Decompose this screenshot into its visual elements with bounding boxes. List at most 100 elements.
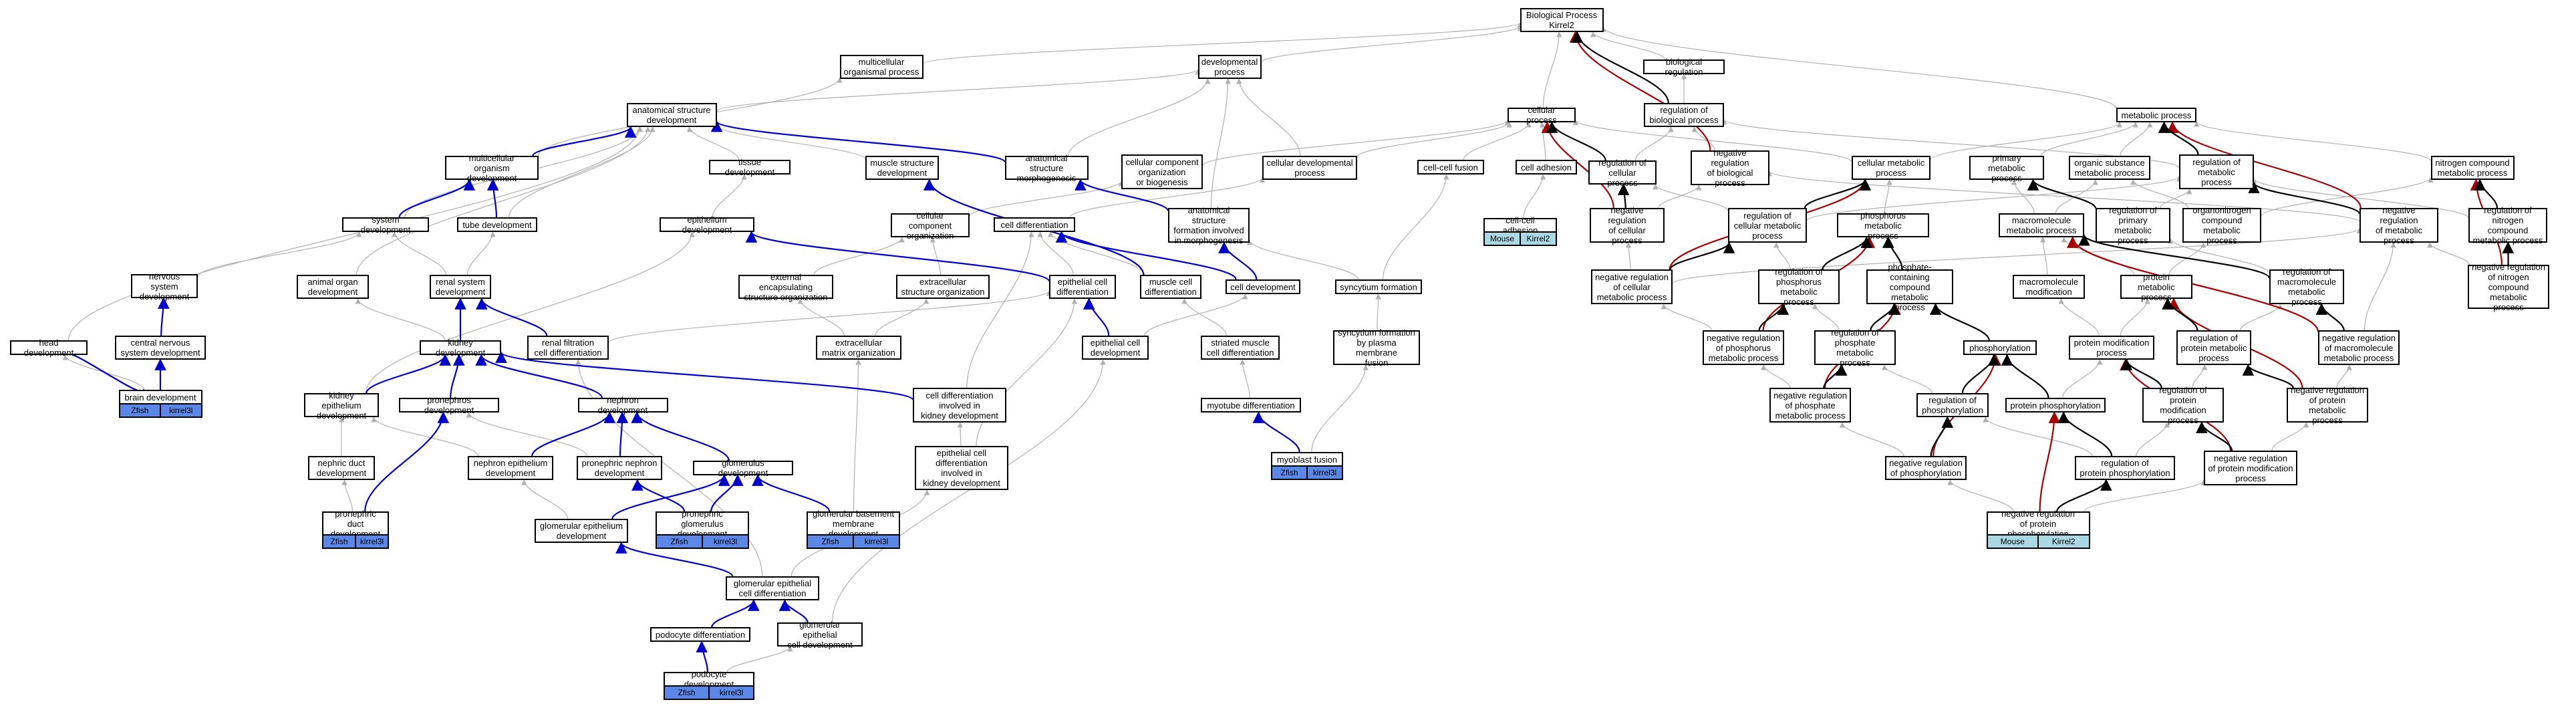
go-term-cellcellfusion[interactable]: cell-cell fusion <box>1417 160 1484 174</box>
go-term-negregnitmet[interactable]: negative regulation of nitrogen compound… <box>2468 262 2549 312</box>
go-term-negregcellmet[interactable]: negative regulation of cellular metaboli… <box>1591 269 1673 304</box>
go-term-negregcell[interactable]: negative regulation of cellular process <box>1590 205 1665 245</box>
go-term-regprotmet[interactable]: regulation of protein metabolic process <box>2176 330 2251 365</box>
go-term-epicelldiffkid[interactable]: epithelial cell differentiation involved… <box>915 446 1008 490</box>
go-term-negregprotphos[interactable]: negative regulation of protein phosphory… <box>1986 509 2090 539</box>
go-term-negregmet[interactable]: negative regulation of metabolic process <box>2359 205 2438 245</box>
go-term-nervsys[interactable]: nervous system development <box>131 271 198 302</box>
go-term-regphosphorylation[interactable]: regulation of phosphorylation <box>1916 393 1989 417</box>
go-term-epidev[interactable]: epithelium development <box>660 215 754 235</box>
go-term-celladh[interactable]: cell adhesion <box>1516 160 1577 174</box>
go-term-ecmorg[interactable]: extracellular structure organization <box>896 275 990 299</box>
go-term-orgsubmet[interactable]: organic substance metabolic process <box>2069 156 2150 180</box>
go-term-podocytediff[interactable]: podocyte differentiation <box>650 627 750 642</box>
go-term-protmod[interactable]: protein modification process <box>2069 336 2154 360</box>
go-term-celldiffkidney[interactable]: cell differentiation involved in kidney … <box>913 388 1006 423</box>
go-term-syncplasma[interactable]: syncytium formation by plasma membrane f… <box>1333 328 1420 368</box>
go-term-headdev[interactable]: head development <box>10 338 88 358</box>
go-term-glomepicelldev[interactable]: glomerular epithelial cell development <box>777 620 863 650</box>
edge-syncplasma-to-syncform <box>1375 293 1381 331</box>
go-term-syncform[interactable]: syncytium formation <box>1335 279 1422 294</box>
go-term-anatdev[interactable]: anatomical structure development <box>626 103 717 127</box>
go-term-regmet[interactable]: regulation of metabolic process <box>2179 154 2254 189</box>
go-term-extencap[interactable]: external encapsulating structure organiz… <box>738 272 833 302</box>
go-term-epicelldev[interactable]: epithelial cell development <box>1082 336 1149 360</box>
go-term-pronephros[interactable]: pronephros development <box>399 395 499 415</box>
go-term-celldev[interactable]: cell development <box>1226 279 1300 294</box>
go-term-nephrondev[interactable]: nephron development <box>577 395 668 415</box>
go-term-myoblast[interactable]: myoblast fusion <box>1271 452 1343 467</box>
go-term-nephronepi[interactable]: nephron epithelium development <box>468 456 553 480</box>
go-term-nitmet[interactable]: nitrogen compound metabolic process <box>2430 156 2515 180</box>
go-term-negregphosphorylation[interactable]: negative regulation of phosphorylation <box>1885 456 1967 480</box>
go-term-regprotphos[interactable]: regulation of protein phosphorylation <box>2075 456 2175 480</box>
go-term-protmet[interactable]: protein metabolic process <box>2120 272 2192 302</box>
go-term-multorgdev[interactable]: multicellular organism development <box>445 153 539 183</box>
go-term-multorg[interactable]: multicellular organismal process <box>839 55 923 79</box>
go-term-negregphosmet[interactable]: negative regulation of phosphorus metabo… <box>1703 330 1784 365</box>
go-term-tubedev[interactable]: tube development <box>457 217 537 232</box>
go-term-metproc[interactable]: metabolic process <box>2116 108 2196 122</box>
go-term-cellcomporg2[interactable]: cellular component organization <box>891 211 970 241</box>
go-term-phosmet[interactable]: phosphorus metabolic process <box>1837 211 1929 241</box>
go-term-pronephricneph[interactable]: pronephric nephron development <box>577 456 662 480</box>
go-term-anatmorph[interactable]: anatomical structure morphogenesis <box>1004 153 1089 183</box>
go-term-regnitmet[interactable]: regulation of nitrogen compound metaboli… <box>2468 205 2547 245</box>
go-term-phoscontaining[interactable]: phosphate-containing compound metabolic … <box>1866 262 1953 312</box>
go-term-glomepicelldiff[interactable]: glomerular epithelial cell differentiati… <box>726 576 819 600</box>
go-term-kidneydev[interactable]: kidney development <box>420 338 501 358</box>
go-term-renalsys[interactable]: renal system development <box>430 275 491 299</box>
go-term-tissuedev[interactable]: tissue development <box>709 157 791 177</box>
go-term-ecmorg2[interactable]: extracellular matrix organization <box>816 336 901 360</box>
edge-nervsys-to-sysdev <box>197 231 362 277</box>
go-term-podocytedev[interactable]: podocyte development <box>664 669 754 689</box>
go-term-musclecelldiff[interactable]: muscle cell differentiation <box>1140 275 1201 299</box>
go-term-sysdev[interactable]: system development <box>342 215 429 235</box>
go-term-devproc[interactable]: developmental process <box>1197 55 1262 79</box>
go-term-glomdev[interactable]: glomerulus development <box>693 458 793 478</box>
go-term-organonit[interactable]: organonitrogen compound metabolic proces… <box>2182 205 2261 245</box>
go-term-cellcelladh[interactable]: cell-cell adhesion <box>1483 215 1557 235</box>
go-term-biolreg[interactable]: biological regulation <box>1643 57 1725 77</box>
go-term-negregmacro[interactable]: negative regulation of macromolecule met… <box>2318 330 2400 365</box>
go-term-regphosphatemet[interactable]: regulation of phosphate metabolic proces… <box>1814 328 1896 368</box>
go-term-primmet[interactable]: primary metabolic process <box>1969 153 2044 183</box>
go-term-renalfilt[interactable]: renal filtration cell differentiation <box>527 336 609 360</box>
go-term-regcellmet[interactable]: regulation of cellular metabolic process <box>1728 208 1807 243</box>
go-term-negregprotmod[interactable]: negative regulation of protein modificat… <box>2204 451 2297 485</box>
go-term-regprotmod[interactable]: regulation of protein modification proce… <box>2142 385 2224 425</box>
go-term-negregbio[interactable]: negative regulation of biological proces… <box>1691 148 1769 188</box>
go-term-nephricduct[interactable]: nephric duct development <box>308 456 375 480</box>
go-term-celldevproc[interactable]: cellular developmental process <box>1262 156 1357 180</box>
go-term-kidneyepi[interactable]: kidney epithelium development <box>304 390 379 421</box>
go-term-musclestruct[interactable]: muscle structure development <box>865 156 939 180</box>
go-term-cellmet[interactable]: cellular metabolic process <box>1852 156 1930 180</box>
go-term-phosphorylation[interactable]: phosphorylation <box>1963 340 2037 355</box>
edge-nephrondev-to-kidneydev <box>475 354 603 398</box>
go-term-epicelldiff[interactable]: epithelial cell differentiation <box>1049 275 1116 299</box>
go-term-negregprotmet[interactable]: negative regulation of protein metabolic… <box>2287 385 2368 425</box>
go-term-regphosmet[interactable]: regulation of phosphorus metabolic proce… <box>1758 267 1840 307</box>
go-term-cnsdev[interactable]: central nervous system development <box>115 336 206 360</box>
go-term-cellproc[interactable]: cellular process <box>1508 105 1576 125</box>
go-term-myotube[interactable]: myotube differentiation <box>1201 398 1301 412</box>
go-term-pronephricduct[interactable]: pronephric duct development <box>322 509 389 539</box>
go-term-negregphosphate[interactable]: negative regulation of phosphate metabol… <box>1769 388 1851 423</box>
go-term-animorg[interactable]: animal organ development <box>297 275 369 299</box>
go-term-regprimmet[interactable]: regulation of primary metabolic process <box>2096 205 2170 245</box>
go-term-striated[interactable]: striated muscle cell differentiation <box>1201 336 1280 360</box>
go-term-protphos[interactable]: protein phosphorylation <box>2005 398 2106 412</box>
go-term-regmacromet[interactable]: regulation of macromolecule metabolic pr… <box>2269 267 2344 307</box>
go-term-braindev[interactable]: brain development <box>118 390 202 404</box>
go-term-glombase[interactable]: glomerular basement membrane development <box>807 509 900 539</box>
go-term-macromod[interactable]: macromolecule modification <box>2013 275 2085 299</box>
go-term-cellcomporg[interactable]: cellular component organization or bioge… <box>1121 154 1203 189</box>
go-term-macromet[interactable]: macromolecule metabolic process <box>1999 213 2084 237</box>
go-term-regbio[interactable]: regulation of biological process <box>1644 103 1724 127</box>
go-term-regcellproc[interactable]: regulation of cellular process <box>1588 158 1657 188</box>
go-term-anatform[interactable]: anatomical structure formation involved … <box>1168 205 1250 245</box>
go-term-glomepi[interactable]: glomerular epithelium development <box>535 519 628 543</box>
go-term-pronephricglom[interactable]: pronephric glomerulus development <box>656 509 749 539</box>
go-term-bp[interactable]: Biological Process Kirrel2 <box>1520 8 1604 32</box>
go-term-celldiff[interactable]: cell differentiation <box>994 217 1075 232</box>
